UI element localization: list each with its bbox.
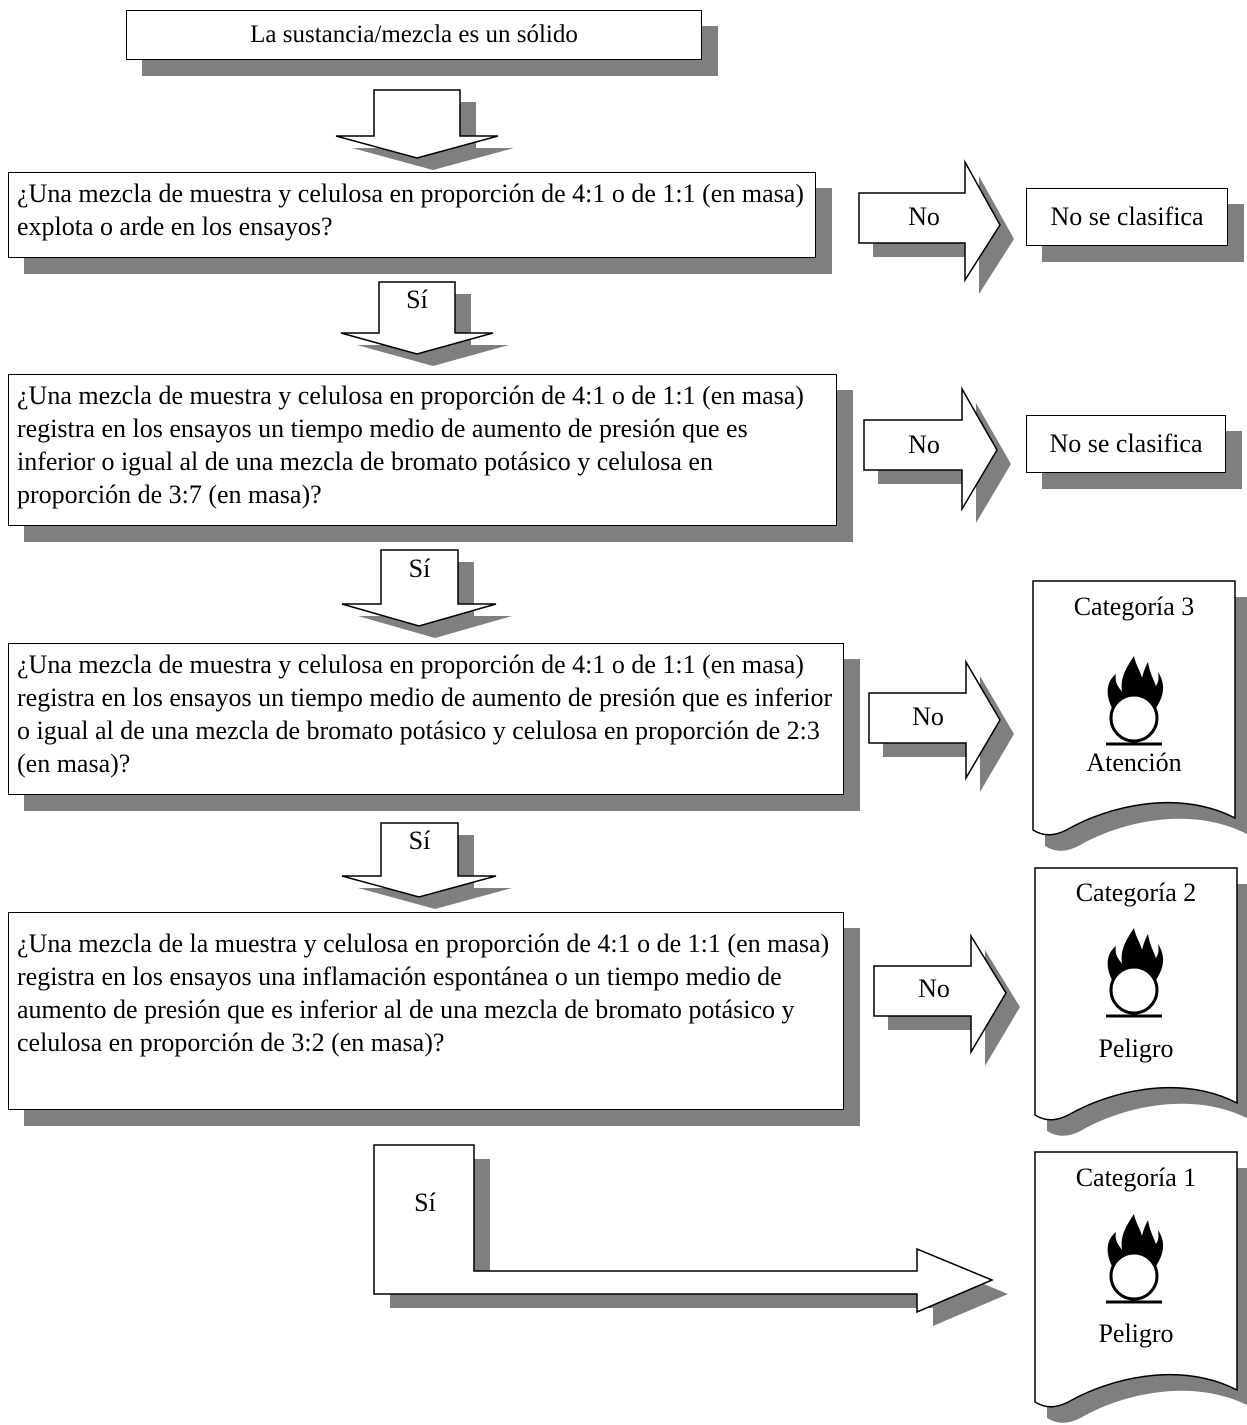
not-classified-box: No se clasifica — [1026, 415, 1226, 473]
yes-arrow — [340, 281, 509, 366]
down-arrow — [335, 89, 514, 170]
yes-arrow — [341, 549, 512, 638]
yes-label: Sí — [408, 554, 431, 583]
not-classified-box: No se clasifica — [1026, 188, 1228, 246]
category-2-box — [1034, 867, 1247, 1136]
yes-label: Sí — [406, 285, 428, 314]
yes-arrow — [341, 822, 512, 909]
no-label: No — [908, 202, 940, 231]
category-3-signal-word: Atención — [1086, 748, 1182, 777]
yes-label: Sí — [408, 826, 431, 855]
category-1-signal-word: Peligro — [1098, 1319, 1174, 1348]
category-1-box — [1034, 1151, 1247, 1423]
no-label: No — [908, 430, 940, 459]
category-3-box — [1032, 580, 1247, 851]
category-2-signal-word: Peligro — [1098, 1034, 1174, 1063]
yes-label: Sí — [414, 1188, 436, 1217]
no-label: No — [918, 974, 950, 1003]
no-arrow — [873, 933, 1020, 1066]
yes-arrow-bent — [373, 1144, 1008, 1326]
no-arrow — [868, 659, 1014, 792]
question-1: ¿Una mezcla de muestra y celulosa en pro… — [8, 172, 816, 258]
question-3: ¿Una mezcla de muestra y celulosa en pro… — [8, 643, 844, 795]
category-2-title: Categoría 2 — [1075, 878, 1197, 907]
no-arrow — [858, 159, 1014, 294]
no-arrow — [863, 386, 1011, 523]
question-2: ¿Una mezcla de muestra y celulosa en pro… — [8, 374, 837, 526]
no-label: No — [912, 702, 944, 731]
question-4: ¿Una mezcla de la muestra y celulosa en … — [8, 912, 844, 1110]
category-3-title: Categoría 3 — [1073, 592, 1195, 621]
start-box: La sustancia/mezcla es un sólido — [126, 10, 702, 60]
category-1-title: Categoría 1 — [1075, 1163, 1197, 1192]
